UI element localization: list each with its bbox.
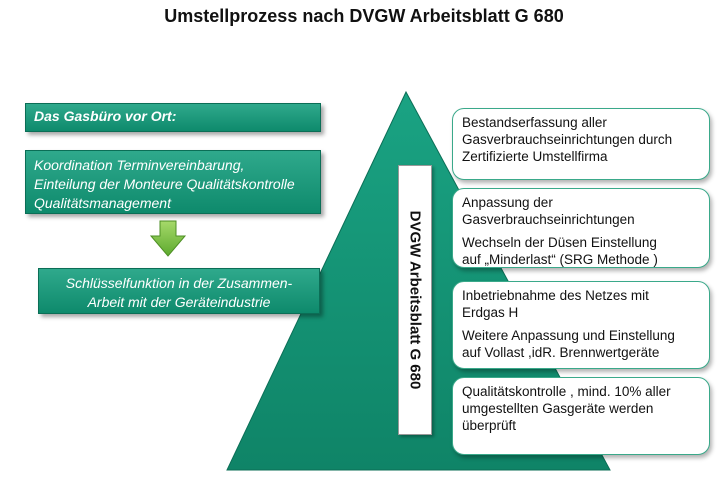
pyramid-label: DVGW Arbeitsblatt G 680 xyxy=(406,210,424,390)
gasbuero-header-box: Das Gasbüro vor Ort: xyxy=(25,103,321,132)
key-function-box: Schlüsselfunktion in der Zusammen- Arbei… xyxy=(38,268,320,314)
key-function-line: Arbeit mit der Geräteindustrie xyxy=(87,294,271,310)
step-line: Gasverbrauchseinrichtungen xyxy=(462,212,635,227)
pyramid-label-box: DVGW Arbeitsblatt G 680 xyxy=(398,165,432,435)
coordination-line: Qualitätsmanagement xyxy=(34,195,171,211)
step-box-3: Inbetriebnahme des Netzes mit Erdgas H W… xyxy=(452,281,710,369)
page-title: Umstellprozess nach DVGW Arbeitsblatt G … xyxy=(164,6,564,26)
coordination-line: Einteilung der Monteure Qualitätskontrol… xyxy=(34,176,295,192)
step-line: auf Vollast ,idR. Brennwertgeräte xyxy=(462,345,660,360)
step-line: Gasverbrauchseinrichtungen durch xyxy=(462,132,673,147)
step-line: umgestellten Gasgeräte werden xyxy=(462,401,654,416)
step-line: Qualitätskontrolle , mind. 10% aller xyxy=(462,384,671,399)
step-line: überprüft xyxy=(462,418,517,433)
step-detail: Weitere Anpassung und Einstellung auf Vo… xyxy=(462,327,700,361)
step-box-1: Bestandserfassung aller Gasverbrauchsein… xyxy=(452,108,710,180)
step-box-4: Qualitätskontrolle , mind. 10% aller umg… xyxy=(452,377,710,455)
step-line: Zertifizierte Umstellfirma xyxy=(462,149,608,164)
step-detail: Wechseln der Düsen Einstellung auf „Mind… xyxy=(462,234,700,268)
coordination-line: Koordination Terminvereinbarung, xyxy=(34,157,245,173)
step-line: Wechseln der Düsen Einstellung xyxy=(462,235,657,250)
step-line: Erdgas H xyxy=(462,305,519,320)
step-line: Inbetriebnahme des Netzes mit xyxy=(462,288,649,303)
coordination-box: Koordination Terminvereinbarung, Einteil… xyxy=(25,150,321,214)
down-arrow-icon xyxy=(149,220,187,257)
step-line: auf „Minderlast“ (SRG Methode ) xyxy=(462,252,658,267)
step-line: Anpassung der xyxy=(462,195,553,210)
gasbuero-header-text: Das Gasbüro vor Ort: xyxy=(34,108,177,124)
step-box-2: Anpassung der Gasverbrauchseinrichtungen… xyxy=(452,188,710,268)
step-line: Bestandserfassung aller xyxy=(462,115,607,130)
step-line: Weitere Anpassung und Einstellung xyxy=(462,328,675,343)
key-function-line: Schlüsselfunktion in der Zusammen- xyxy=(65,275,293,291)
